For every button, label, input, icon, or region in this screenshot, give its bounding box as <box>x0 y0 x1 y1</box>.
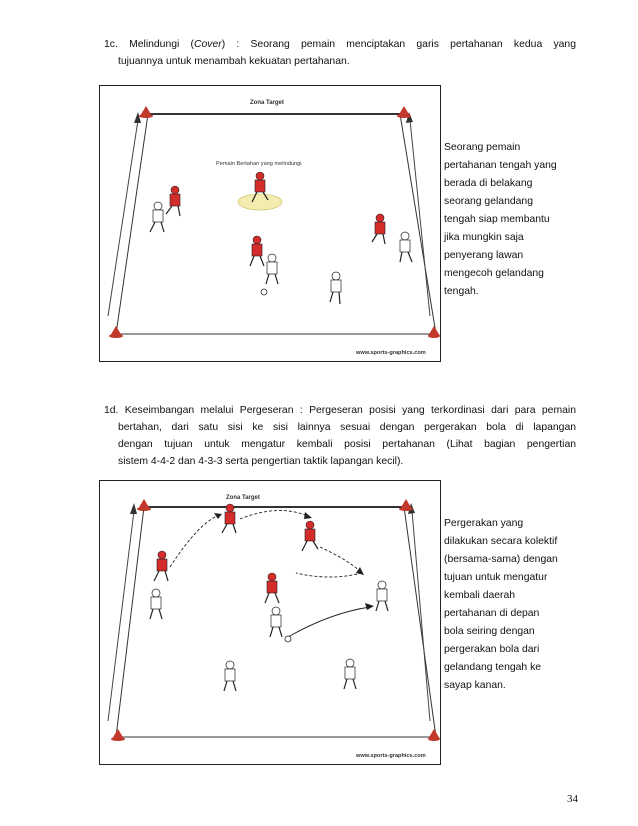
left-arrowhead <box>134 112 141 123</box>
cover-zone <box>237 193 283 211</box>
caption-2-line: kembali daerah <box>444 590 516 601</box>
caption-2-line: bola seiring dengan <box>444 626 535 637</box>
zone-target-label: Zona Target <box>226 495 260 501</box>
section-1d-line-1: 1d. Keseimbangan melalui Pergeseran : Pe… <box>104 405 576 416</box>
section-1c-text: 1c. Melindungi (Cover) : Seorang pemain … <box>104 36 576 70</box>
credit-text: www.sports-graphics.com <box>355 350 426 356</box>
defender-player <box>152 201 411 293</box>
left-arrowhead <box>130 503 137 514</box>
caption-2-line: Pergerakan yang <box>444 518 524 529</box>
cone-top-right <box>397 106 411 118</box>
page-number: 34 <box>567 793 578 805</box>
defender-legs <box>149 221 413 305</box>
section-1d-line-4: sistem 4-4-2 dan 4-3-3 serta pengertian … <box>118 456 404 467</box>
section-1c-line-1: 1c. Melindungi (Cover) : Seorang pemain … <box>104 39 576 50</box>
caption-1-line: berada di belakang <box>444 178 533 189</box>
cone-bottom-right <box>428 326 440 338</box>
cone-top-left <box>139 106 153 118</box>
caption-1-line: jika mungkin saja <box>444 232 524 243</box>
cover-term: Cover <box>194 39 222 50</box>
right-arrowhead <box>406 112 413 123</box>
figure-2-frame: Zona Target <box>99 480 441 765</box>
caption-2-line: (bersama-sama) dengan <box>444 554 558 565</box>
ball-icon <box>284 635 292 643</box>
attacker-legs <box>165 191 386 267</box>
cone-bottom-left <box>111 729 125 741</box>
attacker-legs <box>153 523 319 604</box>
caption-2-line: dilakukan secara kolektif <box>444 536 558 547</box>
caption-2-line: gelandang tengah ke <box>444 662 542 673</box>
section-1d-text: 1d. Keseimbangan melalui Pergeseran : Pe… <box>104 402 576 470</box>
caption-1-line: Seorang pemain <box>444 142 521 153</box>
credit-text: www.sports-graphics.com <box>355 753 426 759</box>
figure-2-caption: Pergerakan yang dilakukan secara kolekti… <box>444 515 594 695</box>
caption-2-line: sayap kanan. <box>444 680 506 691</box>
caption-2-line: pergerakan bola dari <box>444 644 540 655</box>
caption-1-line: penyerang lawan <box>444 250 524 261</box>
defender-legs <box>149 600 389 692</box>
right-side-arrow <box>411 510 431 722</box>
caption-2-line: pertahanan di depan <box>444 608 540 619</box>
figure-1-frame: Zona Target Pemain Bertahan yang melindu… <box>99 85 441 362</box>
caption-1-line: seorang gelandang <box>444 196 533 207</box>
attacker-player <box>169 171 386 257</box>
right-side-arrow <box>409 119 431 317</box>
defender-player <box>150 580 388 682</box>
pass-arrow <box>287 606 371 638</box>
caption-1-line: tengah. <box>444 286 479 297</box>
zone-target-label: Zona Target <box>250 100 284 106</box>
caption-1-line: mengecoh gelandang <box>444 268 544 279</box>
cone-top-left <box>137 499 151 511</box>
pass-arrowhead <box>365 603 374 610</box>
cone-top-right <box>399 499 413 511</box>
field-outline <box>115 113 437 335</box>
covering-defender-label: Pemain Bertahan yang melindungi <box>216 161 302 167</box>
caption-2-line: tujuan untuk mengatur <box>444 572 548 583</box>
arrowheads <box>214 512 364 575</box>
left-side-arrow <box>107 510 135 722</box>
section-1d-line-2: bertahan, dari satu sisi ke sisi lainnya… <box>118 422 576 433</box>
figure-1-diagram: Zona Target Pemain Bertahan yang melindu… <box>107 100 440 356</box>
left-side-arrow <box>107 119 139 317</box>
cone-bottom-right <box>428 729 440 741</box>
figure-1-caption: Seorang pemain pertahanan tengah yang be… <box>444 139 594 301</box>
section-1c-line-2: tujuannya untuk menambah kekuatan pertah… <box>118 56 350 67</box>
attacker-player <box>156 503 316 594</box>
movement-arrows <box>169 510 363 578</box>
caption-1-line: pertahanan tengah yang <box>444 160 557 171</box>
figure-2-diagram: Zona Target <box>107 495 440 759</box>
ball-icon <box>260 288 268 296</box>
caption-1-line: tengah siap membantu <box>444 214 550 225</box>
cone-bottom-left <box>109 326 123 338</box>
section-1d-line-3: dengan tujuan untuk mengatur kembali pos… <box>118 439 576 450</box>
